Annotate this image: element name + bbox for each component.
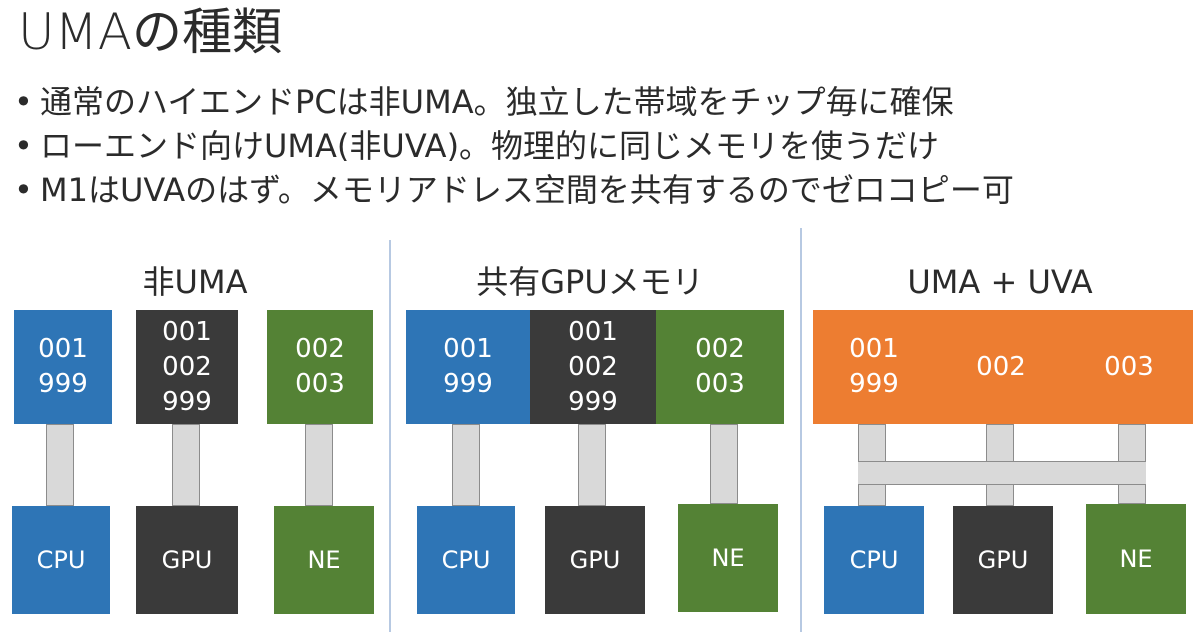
- processor-block: CPU: [12, 506, 110, 614]
- bullet-text: M1はUVAのはず。メモリアドレス空間を共有するのでゼロコピー可: [40, 171, 1014, 209]
- bus-connector: [578, 424, 606, 506]
- bullet-item: •ローエンド向けUMA(非UVA)。物理的に同じメモリを使うだけ: [14, 126, 939, 166]
- memory-region: 002: [976, 351, 1026, 382]
- shared-bus: [858, 461, 1146, 485]
- processor-block: GPU: [953, 506, 1053, 614]
- processor-block: GPU: [545, 506, 645, 614]
- processor-block: NE: [274, 506, 374, 614]
- bus-connector: [452, 424, 480, 506]
- diagram-title: 共有GPUメモリ: [476, 263, 704, 301]
- diagram-title: UMA + UVA: [907, 263, 1093, 301]
- bus-connector: [172, 424, 200, 506]
- bullet-item: •通常のハイエンドPCは非UMA。独立した帯域をチップ毎に確保: [14, 82, 954, 122]
- diagram-title: 非UMA: [142, 263, 248, 301]
- bullet-text: 通常のハイエンドPCは非UMA。独立した帯域をチップ毎に確保: [40, 83, 954, 121]
- processor-block: NE: [1086, 504, 1186, 614]
- memory-region: 003: [1104, 351, 1154, 382]
- bus-connector: [305, 424, 333, 506]
- bullet-marker: •: [14, 127, 33, 165]
- bus-connector: [46, 424, 74, 506]
- slide-title: UMAの種類: [18, 3, 282, 61]
- bus-connector: [710, 424, 738, 504]
- processor-block: GPU: [136, 506, 238, 614]
- bullet-item: •M1はUVAのはず。メモリアドレス空間を共有するのでゼロコピー可: [14, 170, 1014, 210]
- bullet-marker: •: [14, 83, 33, 121]
- unified-memory: [813, 310, 1193, 424]
- bullet-marker: •: [14, 171, 33, 209]
- bullet-text: ローエンド向けUMA(非UVA)。物理的に同じメモリを使うだけ: [40, 127, 940, 165]
- processor-block: CPU: [417, 506, 515, 614]
- processor-block: NE: [678, 504, 778, 612]
- section-divider: [800, 228, 802, 632]
- section-divider: [389, 240, 391, 632]
- processor-block: CPU: [824, 506, 924, 614]
